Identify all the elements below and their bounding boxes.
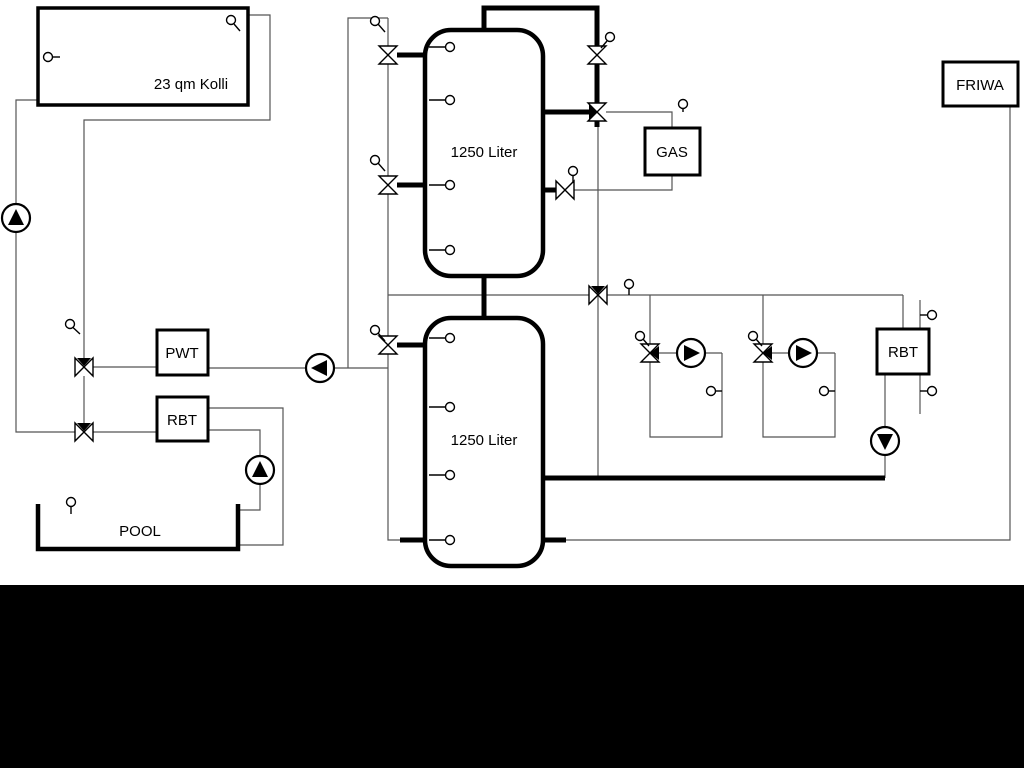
- sensor-icon: [567, 165, 579, 183]
- three-way-valve-icon: [586, 102, 608, 122]
- pumps: [0, 202, 901, 486]
- pipe-tank-top: [481, 5, 600, 47]
- pipe-circuit-b-loop: [762, 353, 836, 438]
- pipe-gas-supply: [606, 111, 673, 128]
- valve-icon: [555, 179, 575, 201]
- sensor-icon: [64, 318, 81, 335]
- buffer-tank-1: [422, 27, 546, 279]
- pipe-rbt-to-pool: [208, 407, 284, 546]
- rbt-left-label: RBT: [167, 412, 197, 429]
- three-way-valve-icon: [752, 343, 774, 363]
- sensor-icon: [429, 41, 456, 53]
- sensor-icon: [818, 385, 835, 397]
- sensor-icon: [920, 309, 938, 321]
- pump-icon: [787, 337, 819, 369]
- three-way-valve-icon: [639, 343, 661, 363]
- sensor-icon: [747, 330, 763, 347]
- labels: 23 qm Kolli 1250 Liter 1250 Liter GAS FR…: [119, 76, 1004, 540]
- rbt-right-label: RBT: [888, 344, 918, 361]
- pool-label: POOL: [119, 523, 161, 540]
- pipe-friwa-main: [565, 106, 1011, 541]
- sensor-icon: [225, 14, 241, 32]
- pwt-label: PWT: [165, 345, 198, 362]
- sensor-icon: [429, 469, 456, 481]
- three-way-valve-icon: [588, 284, 608, 306]
- pump-icon: [244, 454, 276, 486]
- sensor-icon: [369, 324, 386, 342]
- three-way-valve-icon: [74, 356, 94, 378]
- sensor-icon: [429, 332, 456, 344]
- valve-icon: [377, 175, 399, 195]
- pump-icon: [304, 352, 336, 384]
- pipe-gas-return: [574, 175, 673, 191]
- valve-icon: [377, 45, 399, 65]
- pump-icon: [0, 202, 32, 234]
- three-way-valve-icon: [74, 421, 94, 443]
- sensor-icon: [429, 244, 456, 256]
- sensor-icon: [65, 496, 77, 514]
- sensors: [42, 14, 938, 546]
- rbt-right-box: [875, 327, 931, 376]
- sensor-icon: [429, 401, 456, 413]
- sensor-icon: [920, 385, 938, 397]
- sensor-icon: [705, 385, 722, 397]
- pool-basin: [35, 504, 241, 552]
- rbt-left-box: [155, 395, 210, 443]
- sensor-icon: [429, 94, 456, 106]
- sensor-icon: [623, 278, 635, 295]
- pwt-box: [155, 328, 210, 377]
- pipe-circuit-a-loop: [649, 353, 723, 438]
- buffer-tank-1-label: 1250 Liter: [451, 144, 518, 161]
- sensor-icon: [600, 31, 616, 49]
- sensor-icon: [634, 330, 650, 347]
- pump-icon: [675, 337, 707, 369]
- sensor-icon: [42, 51, 60, 63]
- collector-label: 23 qm Kolli: [154, 76, 228, 93]
- thick-pipes: [397, 5, 885, 543]
- valves: [74, 45, 774, 443]
- buffer-tank-2: [422, 315, 546, 569]
- friwa-box: [941, 60, 1020, 108]
- sensor-icon: [369, 154, 386, 172]
- sensor-icon: [429, 179, 456, 191]
- pump-icon: [869, 425, 901, 457]
- buffer-tank-2-label: 1250 Liter: [451, 432, 518, 449]
- sensor-icon: [677, 98, 689, 112]
- friwa-label: FRIWA: [956, 77, 1004, 94]
- footer-black-bar: [0, 585, 1024, 768]
- pipe-collector-return: [15, 99, 75, 433]
- sensor-icon: [369, 15, 386, 33]
- solar-collector-box: [36, 6, 250, 107]
- gas-label: GAS: [656, 144, 688, 161]
- pipe-collector-supply: [83, 14, 271, 358]
- component-boxes: [35, 6, 1020, 569]
- valve-icon: [377, 335, 399, 355]
- sensor-icon: [429, 534, 456, 546]
- gas-boiler-box: [643, 126, 702, 177]
